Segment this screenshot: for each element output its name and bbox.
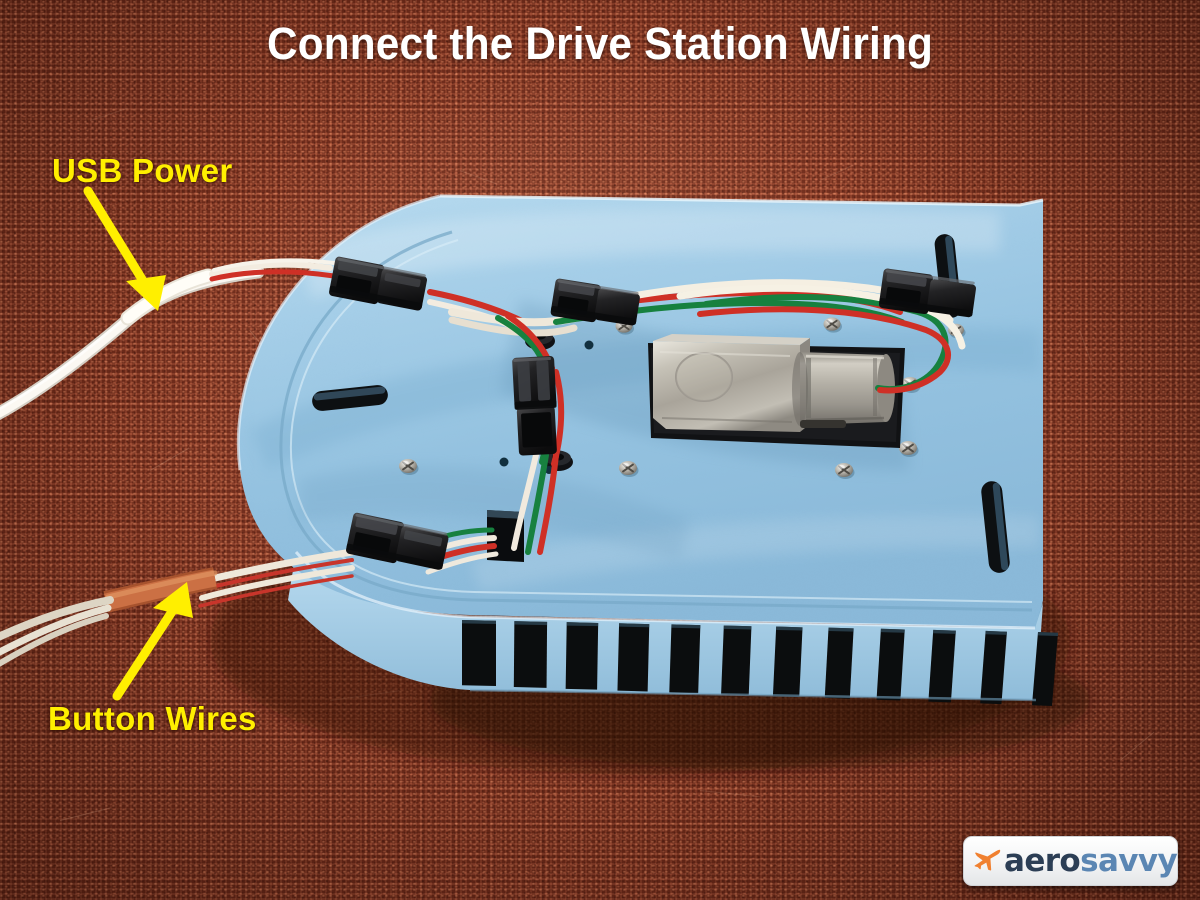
connector-middle — [512, 356, 559, 456]
gearmotor-assembly — [648, 334, 905, 448]
logo-text-savvy: savvy — [1080, 846, 1177, 877]
callout-arrow-button-wires — [95, 570, 225, 705]
logo-text-aero: aero — [1004, 846, 1080, 877]
airplane-icon — [973, 847, 1003, 875]
aerosavvy-logo[interactable]: aero savvy — [963, 836, 1178, 886]
page-title: Connect the Drive Station Wiring — [36, 18, 1164, 70]
callout-label-button-wires: Button Wires — [48, 700, 257, 738]
callout-arrow-usb-power — [80, 185, 200, 320]
